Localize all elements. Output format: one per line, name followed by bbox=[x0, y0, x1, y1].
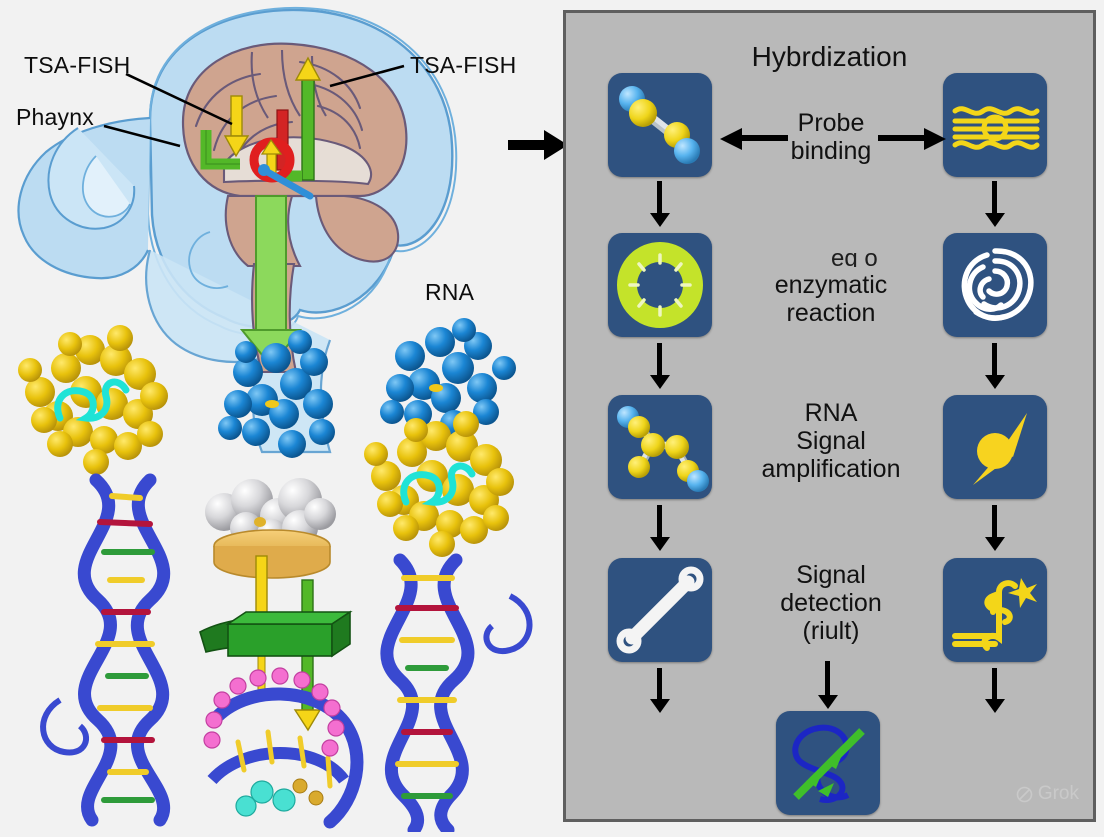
arrow-head-left-2 bbox=[650, 375, 670, 389]
signal-arrows bbox=[200, 56, 322, 200]
blue-molecule-cluster-rna bbox=[380, 318, 516, 438]
step-rna-line2: Signal bbox=[796, 427, 866, 455]
yellow-branched-probe-icon[interactable] bbox=[943, 558, 1047, 662]
arrow-head-right-2 bbox=[985, 375, 1005, 389]
arrow-head-left-3 bbox=[650, 537, 670, 551]
step-detect-line2: detection bbox=[780, 589, 882, 617]
branched-molecule-icon[interactable] bbox=[608, 395, 712, 499]
arrow-head-left-1 bbox=[650, 213, 670, 227]
arrow-head-right-4 bbox=[985, 699, 1005, 713]
arrow-head-left-4 bbox=[650, 699, 670, 713]
green-output-arrow bbox=[239, 195, 303, 368]
step-enzy-line1: enzymatic bbox=[774, 271, 888, 299]
arrow-head-right-3 bbox=[985, 537, 1005, 551]
green-ring-torus-icon[interactable] bbox=[608, 233, 712, 337]
arrow-left-probe bbox=[720, 128, 788, 150]
arrow-right-probe bbox=[878, 128, 946, 150]
dna-loop-detection-icon[interactable] bbox=[776, 711, 880, 815]
blue-molecule-cluster-center bbox=[218, 330, 335, 458]
dna-double-helix-right bbox=[380, 553, 533, 837]
left-illustration-svg bbox=[17, 6, 533, 837]
step-rna-line3: amplification bbox=[761, 455, 901, 483]
label-leader-lines bbox=[103, 64, 405, 148]
green-platform bbox=[199, 610, 353, 658]
step-rna-line1: RNA bbox=[804, 399, 858, 427]
step-label-enzymatic-reaction: enzymatic reaction bbox=[726, 271, 936, 327]
entry-arrow-icon bbox=[508, 130, 568, 160]
label-tsa-fish-right: TSA-FISH bbox=[410, 52, 517, 78]
watermark: Grok bbox=[1016, 783, 1079, 805]
step-enzy-line2: reaction bbox=[786, 299, 876, 327]
artifact-text-fragment: eq o bbox=[831, 252, 878, 267]
tsa-fish-brain-illustration: TSA-FISH TSA-FISH Phaynx RNA bbox=[16, 6, 533, 837]
step-label-probe-binding: Probe binding bbox=[726, 109, 936, 165]
dna-helix-center bbox=[207, 687, 364, 829]
diatomic-probe-molecule-icon[interactable] bbox=[608, 73, 712, 177]
arrow-shaft-right-4 bbox=[992, 668, 997, 702]
arrow-shaft-right-2 bbox=[992, 343, 997, 379]
label-pharynx: Phaynx bbox=[16, 104, 94, 130]
arrow-shaft-left-2 bbox=[657, 343, 662, 379]
yellow-comet-probe-icon[interactable] bbox=[943, 395, 1047, 499]
arrow-shaft-right-3 bbox=[992, 505, 997, 541]
hybridization-flow-panel: Hybrdization bbox=[563, 10, 1096, 822]
label-rna: RNA bbox=[425, 279, 475, 305]
arrow-head-right-1 bbox=[985, 213, 1005, 227]
gold-nanoparticle-cluster-left bbox=[18, 325, 168, 475]
step-label-signal-detection: Signal detection (riult) bbox=[726, 561, 936, 645]
tan-disc bbox=[213, 529, 331, 579]
step-label-rna-signal-amplification: RNA Signal amplification bbox=[726, 399, 936, 483]
fingerprint-spiral-icon[interactable] bbox=[943, 233, 1047, 337]
arrow-head-center-final bbox=[818, 695, 838, 709]
watermark-logo-icon bbox=[1016, 786, 1033, 802]
dna-double-helix-left bbox=[40, 473, 171, 827]
arrow-shaft-right-1 bbox=[992, 181, 997, 217]
step-detect-line1: Signal bbox=[796, 561, 866, 589]
step-probe-line1: Probe bbox=[797, 109, 865, 137]
flow-panel-title: Hybrdization bbox=[751, 41, 908, 72]
gold-nanoparticle-cluster-right bbox=[364, 411, 514, 557]
white-rod-linker-icon[interactable] bbox=[608, 558, 712, 662]
watermark-text: Grok bbox=[1037, 783, 1079, 804]
pink-bead-chain bbox=[203, 667, 345, 817]
step-probe-line2: binding bbox=[790, 137, 872, 165]
arrow-shaft-left-4 bbox=[657, 668, 662, 702]
arrow-shaft-left-3 bbox=[657, 505, 662, 541]
label-tsa-fish-left: TSA-FISH bbox=[24, 52, 131, 78]
arrow-shaft-left-1 bbox=[657, 181, 662, 217]
striped-nucleic-acid-icon[interactable] bbox=[943, 73, 1047, 177]
step-detect-line3: (riult) bbox=[802, 617, 860, 645]
arrow-shaft-center-final bbox=[825, 661, 830, 699]
